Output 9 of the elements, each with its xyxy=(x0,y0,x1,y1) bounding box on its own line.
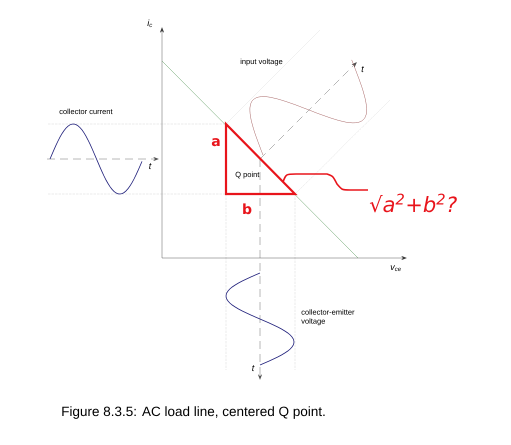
handwritten-note: b xyxy=(243,203,252,214)
caption: Figure 8.3.5: AC load line, centered Q point. xyxy=(62,406,325,419)
axis-label: t xyxy=(252,365,255,372)
handwritten-note: a xyxy=(212,138,220,146)
axis-label: t xyxy=(362,66,364,72)
axis-label: i$_{c}$ xyxy=(147,19,152,28)
handwritten-note: √a$^{2}$+b$^{2}$? xyxy=(370,194,457,212)
axis-label: v$_{ce}$ xyxy=(390,265,401,272)
axis-label: t xyxy=(149,163,152,170)
